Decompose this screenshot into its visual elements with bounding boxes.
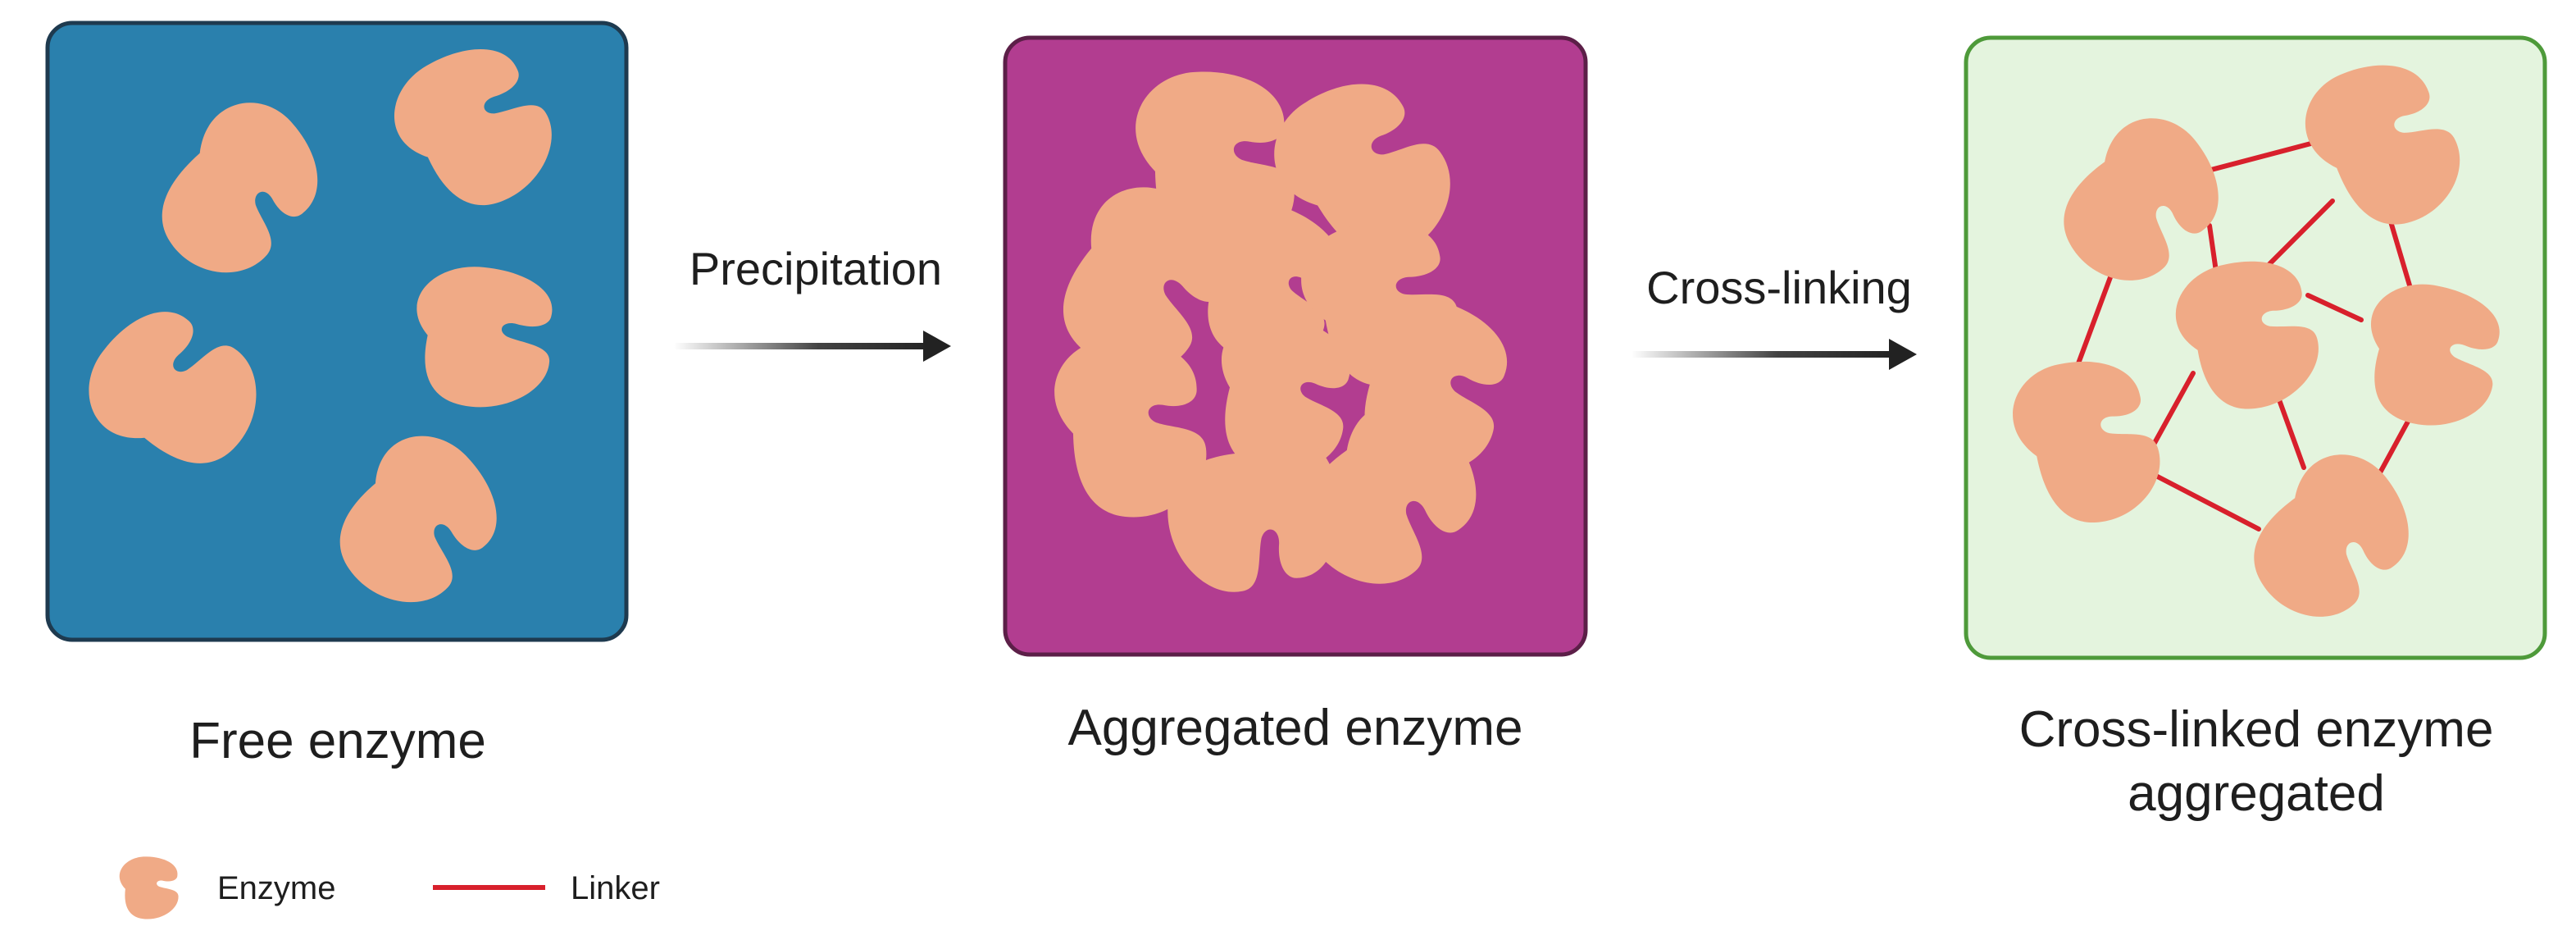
cross-linking-arrow-shaft bbox=[1632, 351, 1896, 358]
precipitation-label: Precipitation bbox=[690, 243, 942, 294]
linker-line bbox=[2305, 293, 2364, 322]
aggregated-enzyme-label: Aggregated enzyme bbox=[1068, 700, 1523, 756]
cross-linked-aggregate-panel bbox=[1964, 35, 2547, 660]
precipitation-arrow-shaft bbox=[674, 343, 936, 349]
cross-linking-arrowhead bbox=[1889, 339, 1917, 370]
precipitation-arrowhead bbox=[923, 331, 951, 362]
cross-linked-label-line2: aggregated bbox=[2128, 765, 2385, 822]
free-enzyme-label: Free enzyme bbox=[189, 713, 486, 769]
aggregated-enzyme-panel bbox=[1003, 35, 1588, 657]
cross-linking-label: Cross-linking bbox=[1646, 262, 1912, 313]
cross-linked-label-line1: Cross-linked enzyme bbox=[2019, 701, 2494, 758]
legend-enzyme-icon bbox=[116, 851, 185, 924]
linker-line bbox=[2152, 371, 2196, 445]
free-enzyme-panel bbox=[45, 21, 629, 642]
linker-line bbox=[2146, 469, 2261, 532]
legend: Enzyme Linker bbox=[116, 851, 660, 924]
cross-linking-arrow: Cross-linking bbox=[1632, 262, 1917, 370]
legend-enzyme-label: Enzyme bbox=[217, 870, 336, 906]
legend-linker-label: Linker bbox=[571, 870, 660, 906]
precipitation-arrow: Precipitation bbox=[674, 243, 951, 362]
